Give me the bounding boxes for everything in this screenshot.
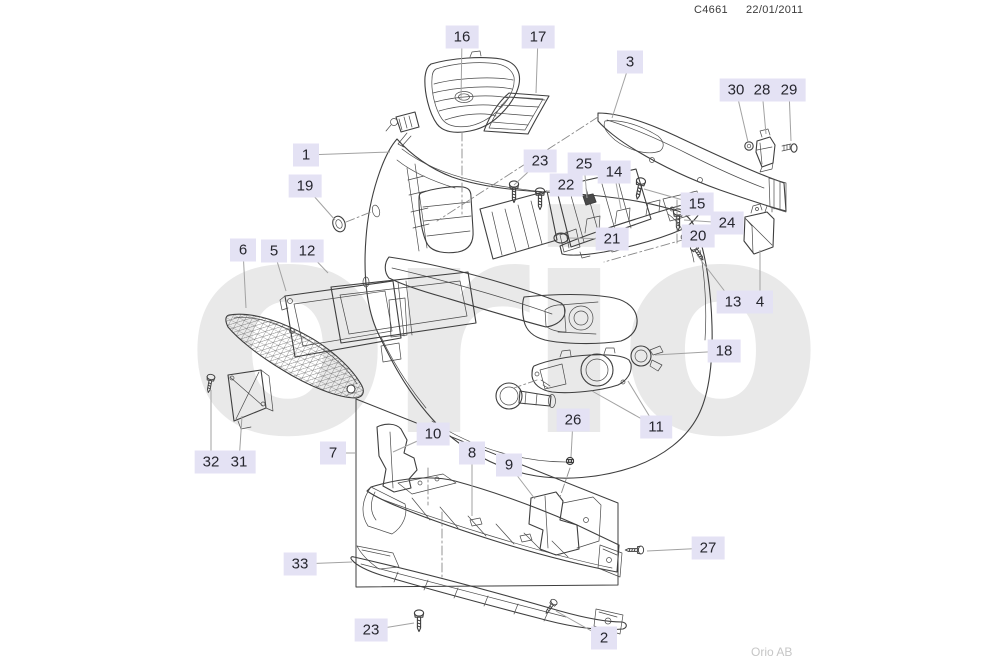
part-bracket-4 — [743, 203, 775, 255]
callout-23b[interactable]: 23 — [354, 618, 388, 642]
part-upper-grille — [424, 50, 521, 133]
callout-16[interactable]: 16 — [445, 25, 479, 49]
callout-15[interactable]: 15 — [680, 192, 714, 216]
part-foglamp-bulb-18 — [630, 345, 664, 372]
callout-8[interactable]: 8 — [459, 441, 485, 465]
callout-20[interactable]: 20 — [681, 224, 715, 248]
part-bracket-28 — [755, 128, 776, 173]
callout-30[interactable]: 30 — [719, 78, 753, 102]
part-grille-emblem-clip — [385, 111, 420, 148]
callout-1[interactable]: 1 — [293, 143, 319, 167]
part-front-spoiler — [350, 545, 627, 635]
document-date: 22/01/2011 — [746, 4, 804, 16]
callout-12[interactable]: 12 — [290, 239, 324, 263]
callout-4[interactable]: 4 — [747, 290, 773, 314]
callout-13[interactable]: 13 — [716, 290, 750, 314]
callout-19[interactable]: 19 — [288, 174, 322, 198]
part-grommet-21 — [553, 232, 569, 244]
callout-31[interactable]: 31 — [222, 450, 256, 474]
callout-10[interactable]: 10 — [416, 422, 450, 446]
callout-28[interactable]: 28 — [745, 78, 779, 102]
part-bracket-9 — [528, 491, 602, 556]
callout-32[interactable]: 32 — [194, 450, 228, 474]
callout-3[interactable]: 3 — [617, 50, 643, 74]
callout-33[interactable]: 33 — [283, 552, 317, 576]
part-clip-25 — [582, 193, 597, 206]
part-skid-plate — [362, 477, 623, 578]
part-shutter-frame-5 — [279, 280, 408, 358]
callout-21[interactable]: 21 — [595, 227, 629, 251]
part-bolt-29 — [781, 143, 798, 153]
part-foglamp-unit — [495, 382, 556, 410]
callout-7[interactable]: 7 — [320, 441, 346, 465]
callout-29[interactable]: 29 — [772, 78, 806, 102]
callout-17[interactable]: 17 — [521, 25, 555, 49]
callout-25[interactable]: 25 — [567, 152, 601, 176]
callout-27[interactable]: 27 — [691, 536, 725, 560]
part-license-bracket — [227, 369, 274, 430]
callout-18[interactable]: 18 — [707, 339, 741, 363]
callout-9[interactable]: 9 — [496, 453, 522, 477]
part-side-grille — [483, 92, 550, 135]
callout-11[interactable]: 11 — [640, 415, 672, 439]
part-plug-19 — [332, 215, 346, 233]
part-shutter-frame-12 — [330, 271, 477, 344]
leader-line-1 — [305, 151, 391, 156]
callout-26[interactable]: 26 — [556, 408, 590, 432]
callout-5[interactable]: 5 — [261, 239, 287, 263]
publisher-credit: Orio AB — [751, 645, 793, 659]
callout-6[interactable]: 6 — [230, 238, 256, 262]
alignment-lines — [345, 116, 687, 581]
callout-22[interactable]: 22 — [549, 173, 583, 197]
callout-2[interactable]: 2 — [591, 626, 617, 650]
part-washer-30 — [744, 141, 754, 151]
group-box-7 — [355, 398, 619, 588]
callout-24[interactable]: 24 — [710, 211, 744, 235]
callout-14[interactable]: 14 — [597, 160, 631, 184]
part-foglamp-bezel — [531, 347, 632, 394]
callout-23a[interactable]: 23 — [523, 149, 557, 173]
document-code: C4661 — [694, 4, 728, 16]
